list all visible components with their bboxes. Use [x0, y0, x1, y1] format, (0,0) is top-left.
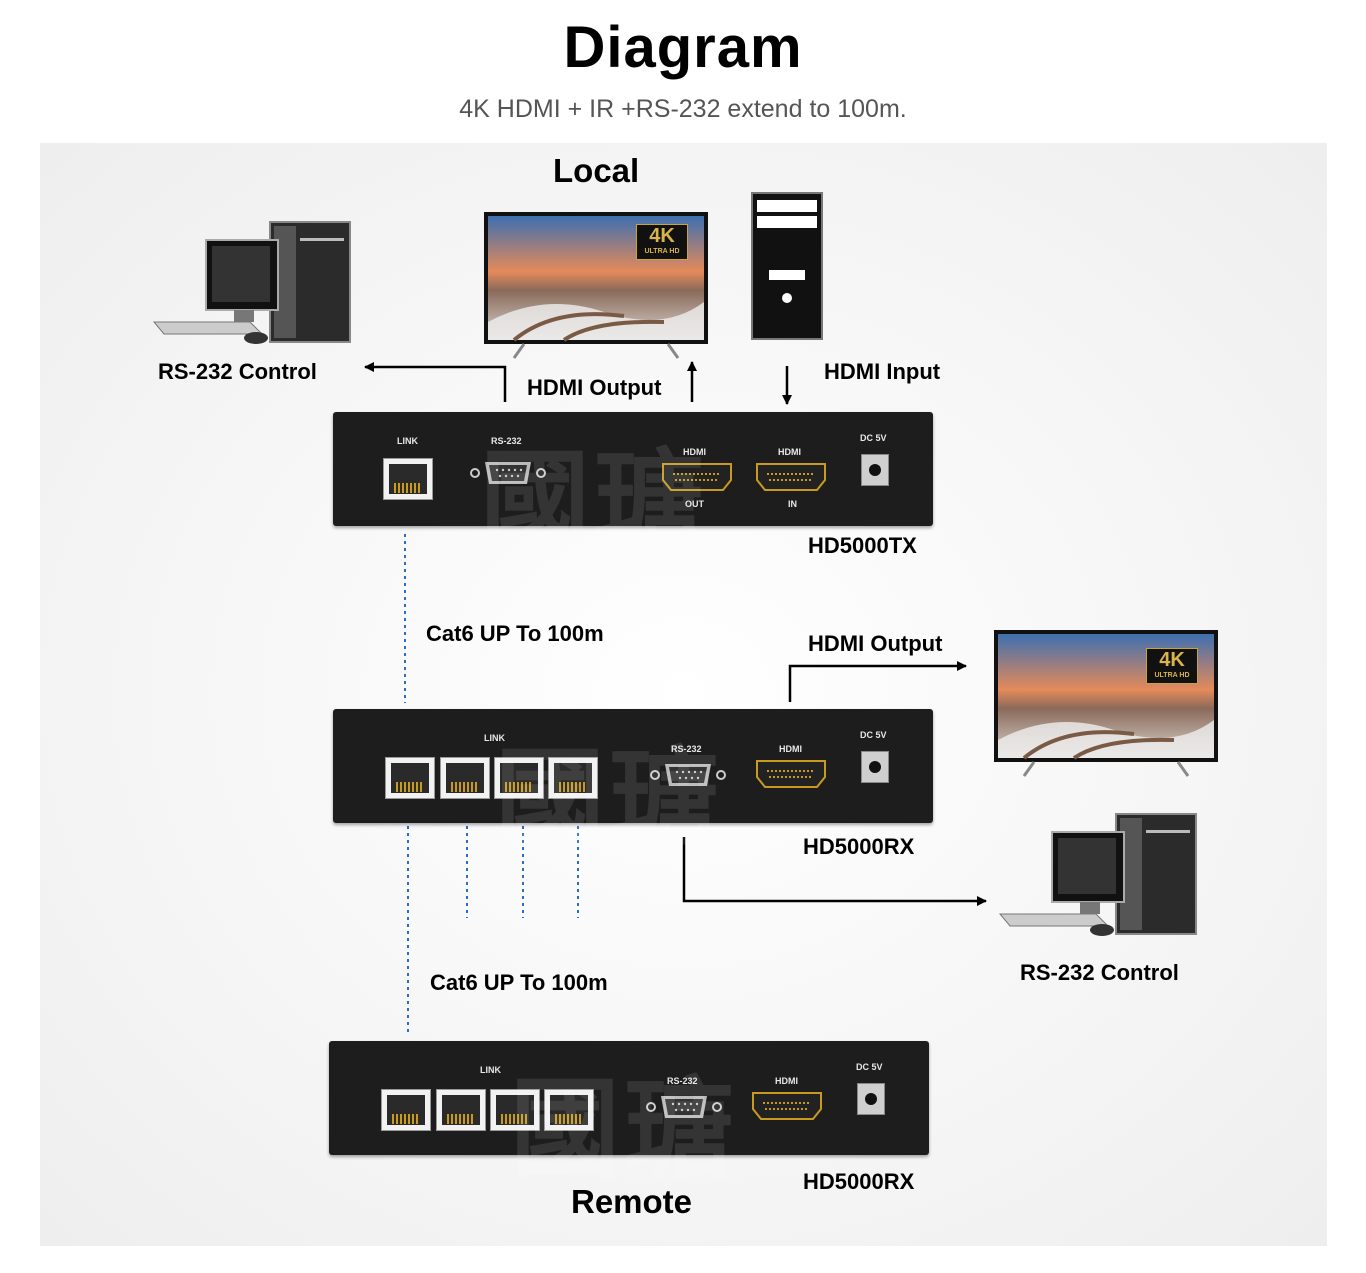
tx-port-label-rs232: RS-232 — [491, 436, 522, 446]
section-local: Local — [553, 152, 640, 189]
label-hdmi-output-local: HDMI Output — [527, 375, 662, 400]
device-model-rx2: HD5000RX — [803, 1169, 915, 1194]
tx-port-label-hdmi-in-top: HDMI — [778, 447, 801, 457]
tv-local-icon: 4K ULTRA HD — [484, 212, 708, 360]
rx1-port-label-link: LINK — [484, 733, 505, 743]
watermark-2: 國瑭 — [495, 739, 723, 862]
rx1-dc-port — [861, 751, 889, 783]
rx1-port-label-hdmi: HDMI — [779, 744, 802, 754]
rx2-db9-port — [645, 1094, 723, 1120]
hdmi-output-remote-arrow — [788, 661, 967, 702]
label-cat6-2: Cat6 UP To 100m — [430, 970, 608, 995]
rx1-rj45-port-4 — [548, 757, 598, 799]
tx-dc-port — [861, 454, 889, 486]
device-model-tx: HD5000TX — [808, 533, 917, 558]
tx-rj45-port — [383, 458, 433, 500]
computer-local-icon — [150, 218, 355, 348]
rx2-rj45-port-3 — [490, 1089, 540, 1131]
label-rs232-control-remote: RS-232 Control — [1020, 960, 1179, 985]
label-cat6-1: Cat6 UP To 100m — [426, 621, 604, 646]
label-rs232-control-local: RS-232 Control — [158, 359, 317, 384]
page-subtitle: 4K HDMI + IR +RS-232 extend to 100m. — [459, 95, 907, 123]
label-hdmi-output-remote: HDMI Output — [808, 631, 943, 656]
rx1-port-label-dc: DC 5V — [860, 730, 887, 740]
rs232-local-arrow — [364, 362, 507, 402]
rx2-dc-port — [857, 1083, 885, 1115]
tx-port-label-dc: DC 5V — [860, 433, 887, 443]
rx1-rj45-port-3 — [494, 757, 544, 799]
watermark-1: 國瑭 — [480, 441, 708, 564]
tx-db9-port — [469, 460, 547, 486]
device-hd5000rx-1: LINK RS-232 HDMI DC 5V — [333, 709, 933, 823]
tx-port-label-link: LINK — [397, 436, 418, 446]
watermark-3: 國瑭 — [510, 1069, 738, 1192]
device-model-rx1: HD5000RX — [803, 834, 915, 859]
rx1-hdmi-out-port — [755, 759, 827, 789]
rx1-db9-port — [649, 762, 727, 788]
rx2-port-label-rs232: RS-232 — [667, 1076, 698, 1086]
tv-remote-icon: 4K ULTRA HD — [994, 630, 1218, 778]
device-hd5000tx: LINK RS-232 HDMI OUT HDMI IN DC 5V — [333, 412, 933, 526]
rx1-rj45-port-2 — [440, 757, 490, 799]
tv-4k-badge-local: 4K ULTRA HD — [636, 224, 688, 260]
rx2-port-label-hdmi: HDMI — [775, 1076, 798, 1086]
tx-hdmi-out-port — [661, 462, 733, 492]
rx1-rj45-port-1 — [385, 757, 435, 799]
computer-remote-icon — [996, 810, 1201, 940]
rx2-rj45-port-4 — [544, 1089, 594, 1131]
tx-port-label-hdmi-out-bottom: OUT — [685, 499, 704, 509]
page-title: Diagram — [563, 15, 803, 80]
rx1-port-label-rs232: RS-232 — [671, 744, 702, 754]
tx-hdmi-in-port — [755, 462, 827, 492]
tx-port-label-hdmi-in-bottom: IN — [788, 499, 797, 509]
rx2-rj45-port-2 — [436, 1089, 486, 1131]
rx2-port-label-dc: DC 5V — [856, 1062, 883, 1072]
rx2-hdmi-out-port — [751, 1091, 823, 1121]
rx2-port-label-link: LINK — [480, 1065, 501, 1075]
device-hd5000rx-2: LINK RS-232 HDMI DC 5V — [329, 1041, 929, 1155]
label-hdmi-input: HDMI Input — [824, 359, 941, 384]
tx-port-label-hdmi-out-top: HDMI — [683, 447, 706, 457]
section-remote: Remote — [571, 1183, 693, 1220]
tv-4k-badge-remote: 4K ULTRA HD — [1146, 648, 1198, 684]
pc-tower-icon — [751, 192, 823, 340]
rs232-remote-arrow — [682, 837, 987, 906]
rx2-rj45-port-1 — [381, 1089, 431, 1131]
